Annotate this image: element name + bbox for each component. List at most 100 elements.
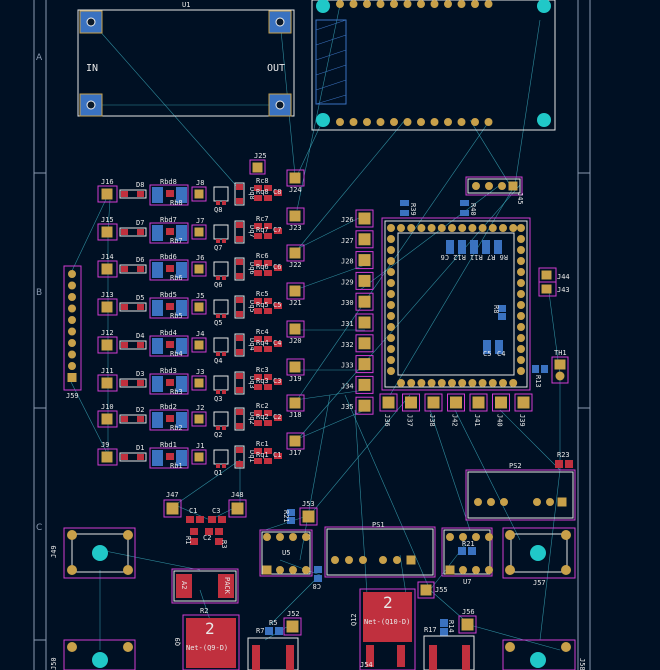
header-j47[interactable]: J47: [163, 491, 182, 518]
power-module-ps1[interactable]: PS1: [324, 521, 436, 578]
switch-j49[interactable]: J49: [50, 527, 136, 579]
mcu-module[interactable]: R6 R7 R11 R12 C6 R8 C5 C4: [381, 217, 531, 391]
header-j44[interactable]: J44: [538, 267, 570, 283]
resistor-r40[interactable]: R40: [460, 200, 477, 216]
output-header-pad: [289, 172, 301, 184]
header-j55[interactable]: J55: [417, 581, 448, 599]
header-pad: [427, 396, 440, 409]
rc-pad: [254, 223, 262, 229]
diode-pad: [121, 266, 128, 272]
fuse-block[interactable]: A2 PACK: [171, 568, 239, 604]
switch-j58[interactable]: J58: [502, 639, 586, 670]
transistor-ref: Q1: [214, 469, 222, 477]
ps2-ref: PS2: [509, 462, 522, 470]
header-j56[interactable]: J56: [458, 608, 477, 634]
rc-pad: [254, 260, 262, 266]
right-header[interactable]: J27: [341, 230, 374, 249]
right-header[interactable]: J33: [341, 355, 374, 374]
header-ref: J32: [341, 341, 354, 349]
resistor-r5[interactable]: R5: [265, 619, 283, 635]
rc-pad: [254, 410, 262, 416]
resistor-r13[interactable]: R13: [532, 365, 548, 388]
header-j45[interactable]: J45: [465, 176, 524, 205]
switch-j50[interactable]: J50: [50, 639, 136, 670]
j25-ref: J25: [254, 152, 267, 160]
right-header[interactable]: J29: [341, 271, 374, 290]
right-header[interactable]: J30: [341, 292, 374, 311]
rq-ref: Rq1: [256, 451, 269, 459]
rb-ref: Rb2: [170, 424, 183, 432]
connector-ref: J12: [101, 329, 114, 337]
rc-ref: Rc8: [256, 177, 269, 185]
rbd-ref: Rbd6: [160, 253, 177, 261]
capacitor-c8[interactable]: C8: [313, 566, 322, 590]
dq-outline: [234, 445, 245, 469]
mcu-left-pad: [387, 312, 395, 320]
switch-j57[interactable]: J57: [502, 527, 576, 587]
header-j25[interactable]: J25: [249, 152, 267, 175]
mosfet-q12[interactable]: 2 Net-(Q10-D) Q12 J54: [350, 588, 416, 670]
bottom-header[interactable]: J41: [469, 393, 488, 427]
right-header[interactable]: J28: [341, 251, 374, 270]
header-j48[interactable]: J48: [228, 491, 247, 518]
header-ref: J28: [341, 258, 354, 266]
rc-pad: [254, 336, 262, 342]
mcu-left-pad: [387, 367, 395, 375]
mcu-left-pad: [387, 345, 395, 353]
mcu-top-pad: [448, 224, 456, 232]
jumper-pad: [194, 227, 204, 237]
ic-u7[interactable]: R21 U7: [441, 527, 493, 586]
c4-ref: C4: [497, 350, 505, 358]
resistor-r14[interactable]: R14: [440, 619, 455, 636]
header-j53[interactable]: J53: [299, 500, 318, 526]
bottom-header[interactable]: J42: [447, 393, 465, 427]
bottom-header[interactable]: J40: [492, 393, 510, 427]
regulator-u1[interactable]: U1 IN OUT: [77, 1, 295, 117]
display-bottom-pin: [349, 118, 358, 126]
mosfet-bottom-right[interactable]: [423, 635, 475, 670]
header-j43[interactable]: J43: [538, 281, 570, 297]
transistor-ref: Q3: [214, 395, 222, 403]
right-header[interactable]: J31: [341, 313, 374, 332]
display-top-pin: [457, 0, 466, 8]
resistor-r7b[interactable]: R7: [256, 627, 264, 635]
mosfet-q9[interactable]: R2 2 Net-(Q9-D) Q9: [174, 607, 240, 670]
header-j59[interactable]: J59: [63, 265, 82, 400]
bottom-header[interactable]: J36: [379, 393, 398, 427]
header-pad: [358, 212, 371, 225]
rbd-ref: Rbd1: [160, 441, 177, 449]
resistor-r23[interactable]: R23: [555, 451, 573, 468]
resistor-r39[interactable]: R39: [400, 200, 417, 216]
passive-cluster[interactable]: C1 C3 R1 C2 R3: [184, 507, 228, 548]
header-j52[interactable]: J52: [283, 610, 302, 636]
header-pad: [358, 233, 371, 246]
dq-ref: Dq8: [248, 187, 256, 200]
thermistor-th1[interactable]: TH1: [551, 349, 569, 384]
bottom-header[interactable]: J39: [514, 393, 533, 427]
bottom-header[interactable]: J37: [402, 393, 420, 427]
rc-ref: Rc4: [256, 328, 269, 336]
dq-ref: Dq1: [248, 450, 256, 463]
ic-u5[interactable]: U5: [259, 529, 313, 577]
right-header[interactable]: J32: [341, 334, 374, 353]
right-header[interactable]: J34: [341, 375, 374, 394]
right-header[interactable]: J26: [341, 209, 374, 228]
mosfet-bottom-left[interactable]: [247, 637, 299, 670]
right-header[interactable]: J35: [341, 396, 374, 415]
display-bottom-pin: [471, 118, 479, 126]
power-module-ps2[interactable]: PS2: [465, 462, 576, 521]
resistor-r21[interactable]: R21: [282, 509, 295, 524]
header-outline: [447, 393, 465, 412]
resistor-r17[interactable]: R17: [424, 626, 437, 634]
display-module[interactable]: [311, 0, 556, 131]
bottom-header[interactable]: J38: [424, 393, 443, 427]
